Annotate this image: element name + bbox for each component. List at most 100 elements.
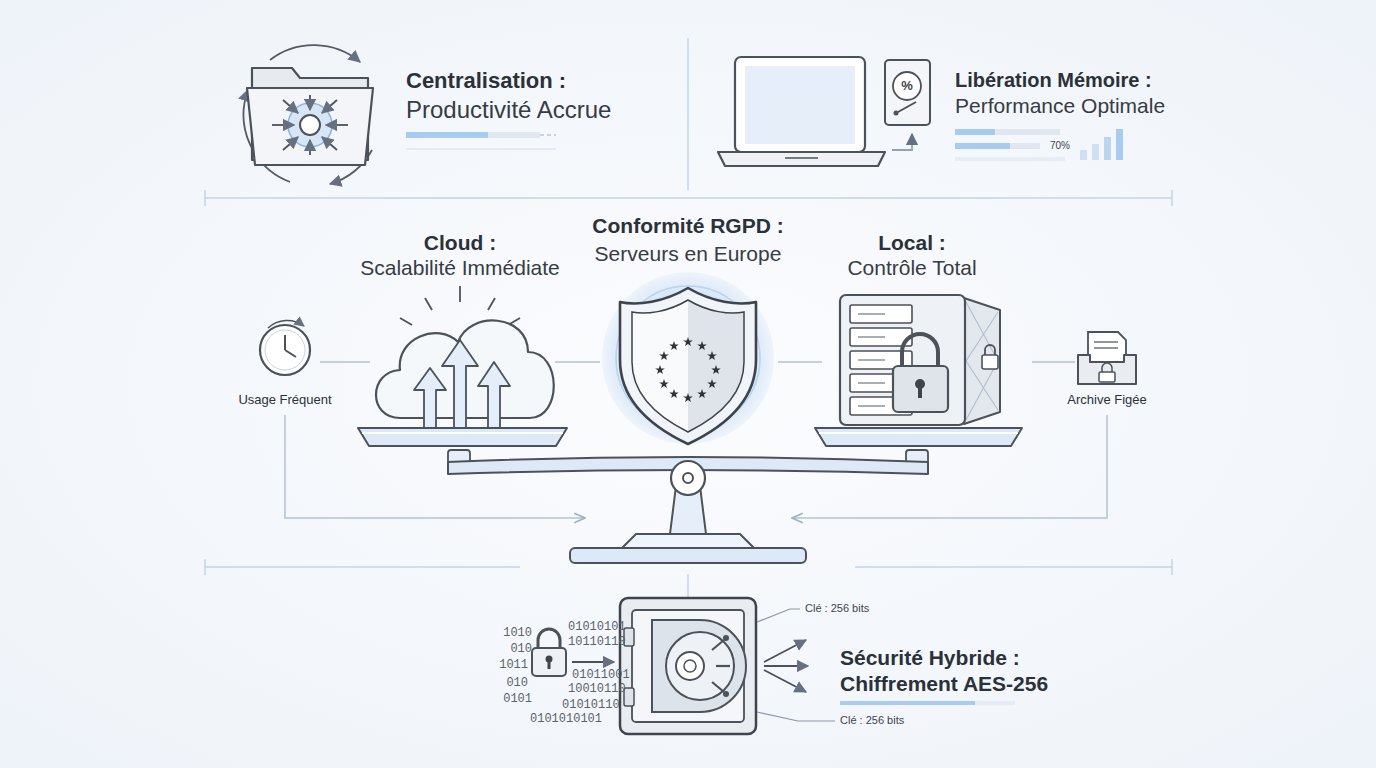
server-rack <box>858 359 885 361</box>
gdpr-shield <box>620 288 756 444</box>
key-size-note: Clé : 256 bits <box>805 602 869 615</box>
performance-bars <box>1010 143 1040 149</box>
gdpr-shield <box>632 300 688 432</box>
icon-symbol: % <box>901 79 913 94</box>
cloud-icon <box>459 286 461 302</box>
balance-scale <box>622 534 754 548</box>
section-subheading: Productivité Accrue <box>406 96 611 124</box>
key-leader-lines <box>757 712 835 721</box>
balance-scale <box>671 461 705 495</box>
gdpr-shield <box>707 351 717 360</box>
folder-icon <box>272 95 348 155</box>
binary-digits: 1010 <box>503 627 532 641</box>
section-heading: Centralisation : <box>406 68 566 93</box>
binary-digits: 010 <box>510 643 532 657</box>
performance-bars <box>1080 150 1087 160</box>
clock-icon <box>265 330 305 370</box>
folder-icon <box>272 124 294 126</box>
archive-icon <box>1088 332 1126 362</box>
hard-drive-icon <box>892 134 912 150</box>
hard-drive-icon <box>894 111 899 116</box>
balance-scale <box>570 548 806 563</box>
laptop-icon <box>785 157 818 159</box>
laptop-icon <box>735 57 865 152</box>
balance-scale <box>815 428 1022 446</box>
binary-digits: 01010110 <box>562 699 620 713</box>
folder-icon <box>244 45 373 184</box>
server-rack <box>850 305 912 323</box>
folder-icon <box>283 137 298 150</box>
vault-icon <box>652 620 746 712</box>
performance-bars <box>955 143 1010 149</box>
archive-icon <box>1099 372 1115 382</box>
binary-digits: 01010101 <box>568 621 626 635</box>
progress-bar <box>406 132 556 149</box>
gdpr-shield <box>659 379 669 388</box>
server-rack <box>918 386 922 398</box>
clock-icon <box>285 350 296 357</box>
gdpr-shield <box>602 272 774 444</box>
folder-icon <box>309 95 311 110</box>
folder-icon <box>300 115 320 135</box>
cloud-icon <box>442 340 478 428</box>
balance-scale <box>683 473 693 483</box>
server-rack <box>858 405 885 407</box>
folder-icon <box>283 100 298 113</box>
gdpr-shield <box>659 351 669 360</box>
cloud-icon <box>425 298 432 310</box>
output-arrows <box>764 670 806 692</box>
binary-digits: 010 <box>506 677 528 691</box>
vault-icon <box>716 665 730 667</box>
balance-scale <box>362 432 563 434</box>
vault-icon <box>684 660 696 672</box>
server-rack <box>858 314 885 406</box>
clock-icon <box>284 335 286 350</box>
vault-icon <box>666 632 734 700</box>
divider-lines <box>1171 190 1173 206</box>
divider-lines <box>687 38 689 190</box>
divider-lines <box>1171 559 1173 575</box>
clock-icon <box>260 325 310 375</box>
clock-icon <box>268 320 304 328</box>
progress-bar <box>406 132 488 138</box>
aes-bar <box>840 701 975 705</box>
hard-drive-icon <box>885 60 930 125</box>
performance-bars <box>995 129 1060 135</box>
server-rack <box>893 366 948 412</box>
vault-icon <box>723 691 729 697</box>
vault-icon <box>712 640 724 650</box>
gdpr-shield <box>602 272 774 444</box>
binary-digits: 1011 <box>499 659 528 673</box>
hard-drive-icon <box>893 72 921 100</box>
cloud-icon <box>478 362 510 428</box>
gdpr-shield <box>711 365 721 374</box>
cloud-icon <box>400 286 520 325</box>
gdpr-shield <box>683 337 693 346</box>
output-arrows <box>764 640 808 692</box>
divider-lines <box>205 197 1172 199</box>
divider-lines <box>205 38 1172 598</box>
server-rack <box>966 302 998 420</box>
leader-lines <box>1032 361 1075 363</box>
archive-icon <box>1078 355 1136 384</box>
server-rack <box>858 313 885 315</box>
cloud-icon <box>400 318 412 325</box>
gdpr-shield <box>655 365 665 374</box>
balance-scale <box>358 428 1022 563</box>
padlock-icon <box>538 629 560 650</box>
server-rack <box>964 298 1000 424</box>
archive-icon <box>1094 347 1118 348</box>
binary-digits: 01011001 <box>572 669 630 683</box>
section-heading: Sécurité Hybride : <box>840 646 1020 670</box>
gdpr-shield <box>669 389 679 398</box>
divider-lines <box>855 566 1172 568</box>
section-heading: Cloud : <box>424 231 496 255</box>
balance-scale <box>358 428 567 446</box>
section-subheading: Contrôle Total <box>847 256 976 280</box>
vault-icon <box>712 640 730 692</box>
progress-bar <box>540 134 556 136</box>
padlock-icon <box>548 660 551 669</box>
